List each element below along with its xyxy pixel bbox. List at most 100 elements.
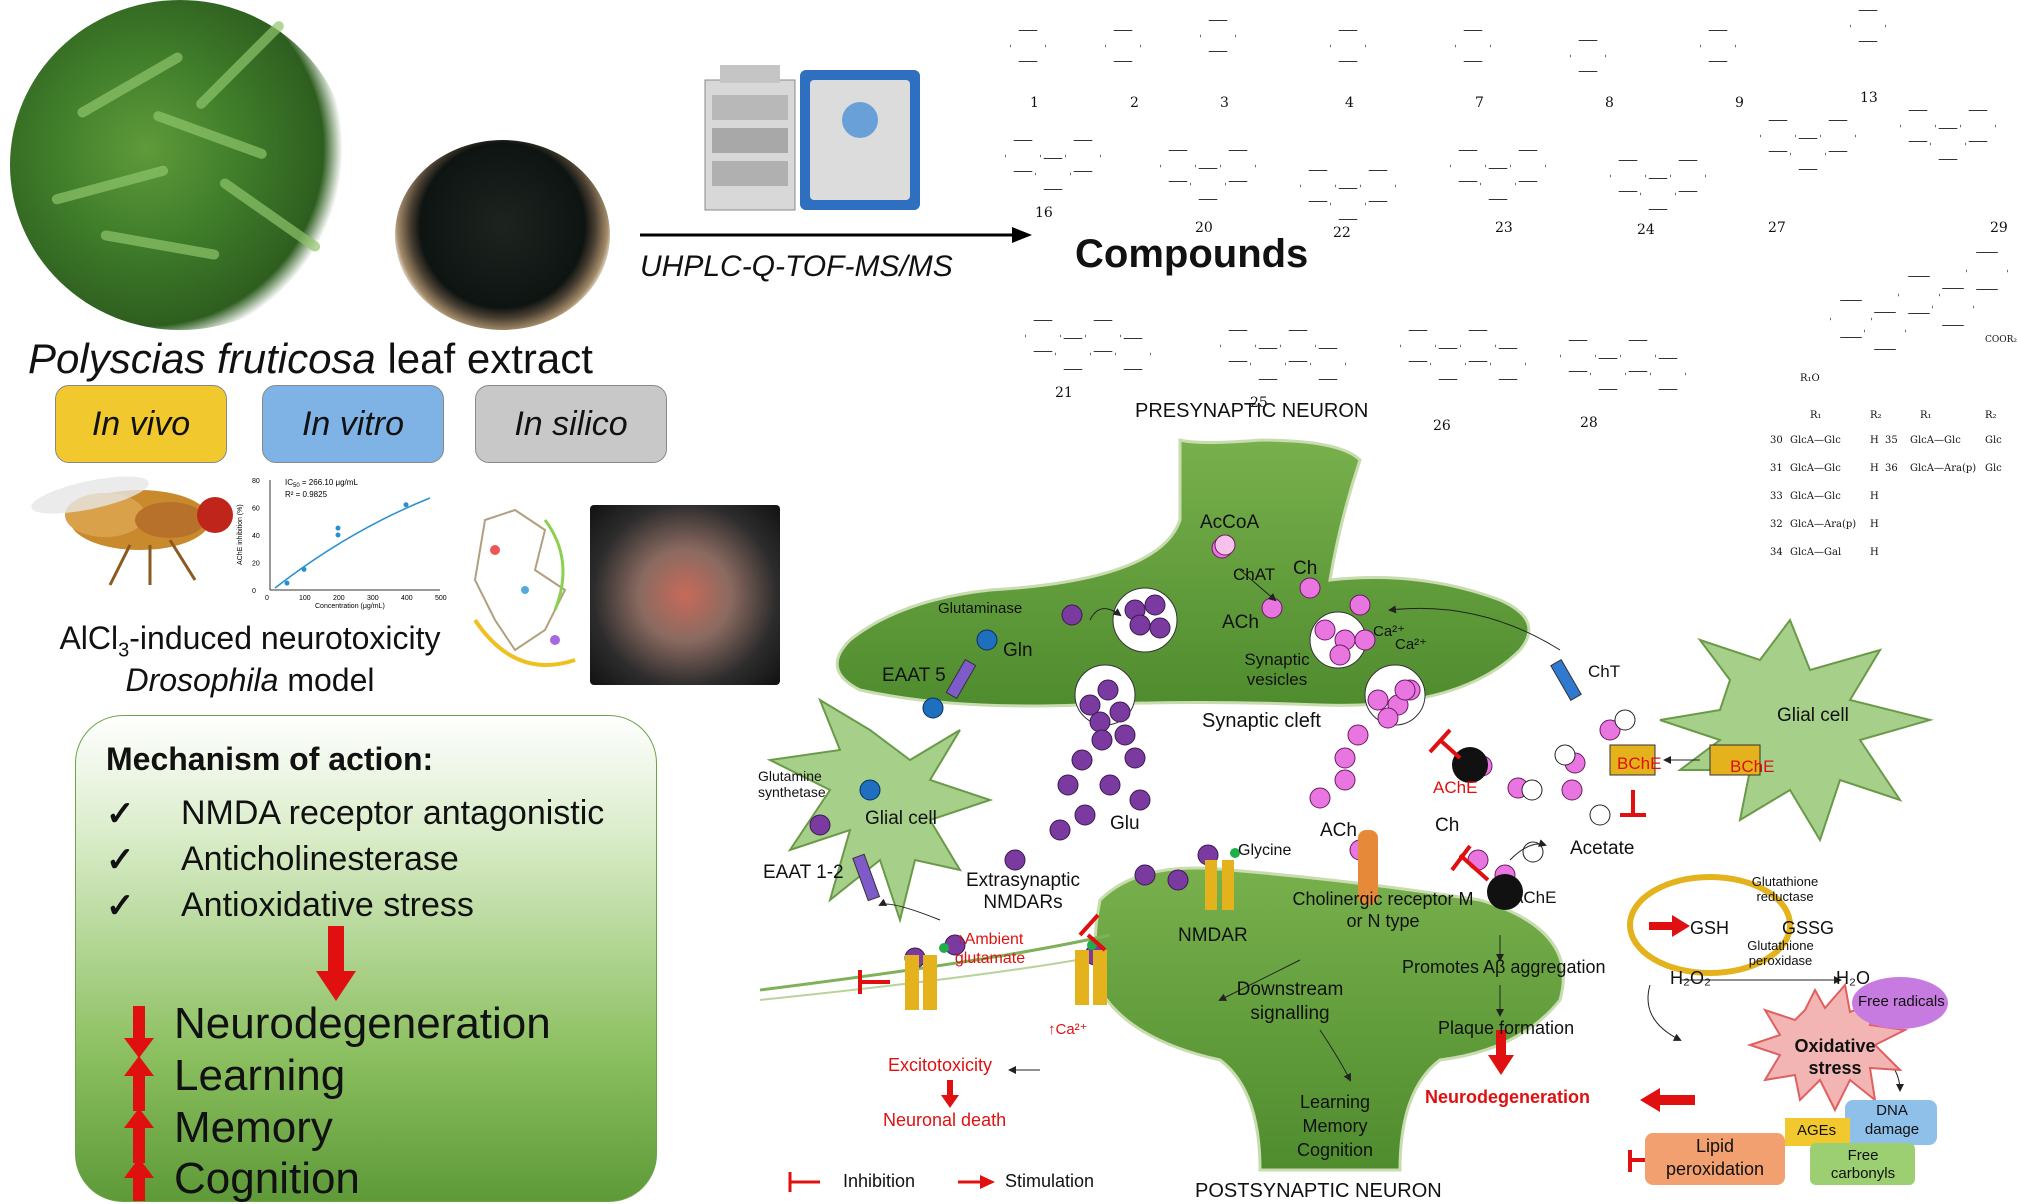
chart-ytick: 0 bbox=[252, 588, 256, 595]
compound-number: 2 bbox=[1130, 95, 1139, 111]
oxidative-stress-label: Oxidative stress bbox=[1794, 1036, 1876, 1078]
chart-point bbox=[335, 532, 341, 538]
acetyl-coa-particle bbox=[1214, 534, 1236, 556]
acetylcholine-particle bbox=[1309, 787, 1331, 809]
compound-ring bbox=[1035, 158, 1071, 190]
eaat12-transporter bbox=[852, 853, 881, 902]
glutamate-particle bbox=[1091, 729, 1113, 751]
glial-cell-right bbox=[1659, 617, 1934, 843]
chart-xtick: 200 bbox=[333, 595, 345, 602]
free-carbonyls-box bbox=[1810, 1143, 1915, 1185]
increase-arrow-icon bbox=[124, 1056, 154, 1111]
triterpenoid-ring bbox=[1864, 312, 1906, 350]
compound-number: 29 bbox=[1990, 220, 2008, 236]
compound-ring bbox=[1620, 340, 1656, 372]
compound-ring bbox=[1790, 138, 1826, 170]
ache-enzyme-bottom bbox=[1487, 874, 1523, 910]
compound-ring bbox=[1640, 178, 1676, 210]
legend-stimulation-label: Stimulation bbox=[1005, 1171, 1095, 1191]
r2-label: R² = 0.9825 bbox=[285, 490, 328, 499]
acetylcholine-particle bbox=[1599, 719, 1621, 741]
acetylcholine-particle bbox=[1561, 779, 1583, 801]
compound-number: 4 bbox=[1345, 95, 1354, 111]
eaat12-label: EAAT 1-2 bbox=[763, 862, 844, 883]
extract-title: Polyscias fruticosa leaf extract bbox=[28, 335, 593, 382]
compound-ring bbox=[1115, 338, 1151, 370]
h2o-label: H₂O bbox=[1836, 968, 1870, 988]
compound-number: 22 bbox=[1333, 225, 1351, 241]
glial-cell-left-label: Glial cell bbox=[865, 808, 937, 829]
down-arrow-icon bbox=[316, 926, 356, 1001]
excitotoxicity-label: Excitotoxicity bbox=[888, 1055, 993, 1075]
lipid-peroxidation-label: Lipid peroxidation bbox=[1665, 1136, 1765, 1179]
presynaptic-label: PRESYNAPTIC NEURON bbox=[1135, 400, 1369, 422]
cholinergic-receptor-label: Cholinergic receptor M or N type bbox=[1292, 889, 1474, 931]
analysis-arrow-icon bbox=[640, 227, 1032, 243]
chart-ytick: 80 bbox=[252, 478, 260, 485]
glutamate-particle bbox=[1097, 679, 1119, 701]
compound-ring bbox=[1360, 170, 1396, 202]
saponin-cell: 32 bbox=[1770, 519, 1783, 530]
mechanism-item: ✓Anticholinesterase bbox=[106, 840, 459, 879]
compound-ring bbox=[1460, 330, 1496, 362]
chart-ytick: 40 bbox=[252, 533, 260, 540]
ach-label: ACh bbox=[1222, 612, 1259, 633]
inhibition-symbol bbox=[1428, 728, 1462, 760]
glutamate-particle bbox=[1061, 604, 1083, 626]
mechanism-title: Mechanism of action: bbox=[106, 741, 434, 777]
glutamate-particle bbox=[1099, 774, 1121, 796]
cholinergic-receptor bbox=[1358, 830, 1378, 905]
chart-point bbox=[335, 525, 341, 531]
mechanism-of-action-box: Mechanism of action: ✓NMDA receptor anta… bbox=[75, 715, 657, 1203]
compound-number: 1 bbox=[1030, 95, 1039, 111]
compound-ring bbox=[1650, 358, 1686, 390]
ligand-interaction-diagram bbox=[455, 500, 595, 690]
saponin-cell: H bbox=[1870, 547, 1879, 558]
cht-label: ChT bbox=[1588, 662, 1621, 681]
compound-ring bbox=[1820, 120, 1856, 152]
triterpenoid-ring bbox=[1966, 252, 2008, 290]
dna-damage-box bbox=[1845, 1100, 1937, 1145]
compound-number: 27 bbox=[1768, 220, 1786, 236]
compound-ring bbox=[1005, 140, 1041, 172]
bche-enzyme-right bbox=[1709, 744, 1761, 776]
acetylcholine-particle bbox=[1329, 644, 1351, 666]
compound-ring bbox=[1200, 20, 1236, 52]
glutamate-particle bbox=[1167, 869, 1189, 891]
saponin-cell: GlcA—Glc bbox=[1790, 435, 1841, 446]
compound-ring bbox=[1220, 150, 1256, 182]
glutathione-cycle bbox=[1627, 874, 1793, 976]
ache-label-top: AChE bbox=[1433, 778, 1478, 797]
glial-cell-left bbox=[766, 697, 994, 924]
glutamine-label: Gln bbox=[1003, 640, 1033, 661]
postsynaptic-label: POSTSYNAPTIC NEURON bbox=[1195, 1180, 1442, 1202]
chart-xlabel: Concentration (μg/mL) bbox=[315, 603, 385, 610]
glutamine-particle bbox=[859, 779, 881, 801]
compound-ring bbox=[1330, 30, 1366, 62]
compound-ring bbox=[1570, 40, 1606, 72]
analysis-method-label: UHPLC-Q-TOF-MS/MS bbox=[640, 250, 953, 283]
extrasynaptic-nmdar-left bbox=[905, 955, 937, 1010]
compound-ring bbox=[1490, 348, 1526, 380]
compound-number: 24 bbox=[1637, 222, 1655, 238]
glutamate-particle bbox=[1129, 614, 1151, 636]
downstream-label: Downstream signalling bbox=[1236, 979, 1344, 1024]
glutamate-particle bbox=[809, 814, 831, 836]
ages-label: AGEs bbox=[1797, 1122, 1837, 1139]
chart-xtick: 300 bbox=[367, 595, 379, 602]
compound-ring bbox=[1450, 150, 1486, 182]
bche-label-left: BChE bbox=[1617, 754, 1662, 773]
acetylcholine-particle bbox=[1394, 679, 1416, 701]
compound-number: 16 bbox=[1035, 205, 1053, 221]
compound-ring bbox=[1300, 170, 1336, 202]
ester-label: COOR₂ bbox=[1985, 335, 2018, 345]
compound-ring bbox=[1960, 110, 1996, 142]
drosophila-icon bbox=[31, 476, 233, 586]
synaptic-vesicles-label: Synaptic vesicles bbox=[1244, 650, 1310, 689]
saponin-cell: H bbox=[1870, 463, 1879, 474]
effect-learning: Learning bbox=[174, 1051, 346, 1100]
eaat5-label: EAAT 5 bbox=[882, 665, 946, 686]
effect-neurodegeneration: Neurodegeneration bbox=[174, 999, 551, 1048]
chart-point bbox=[284, 580, 290, 586]
